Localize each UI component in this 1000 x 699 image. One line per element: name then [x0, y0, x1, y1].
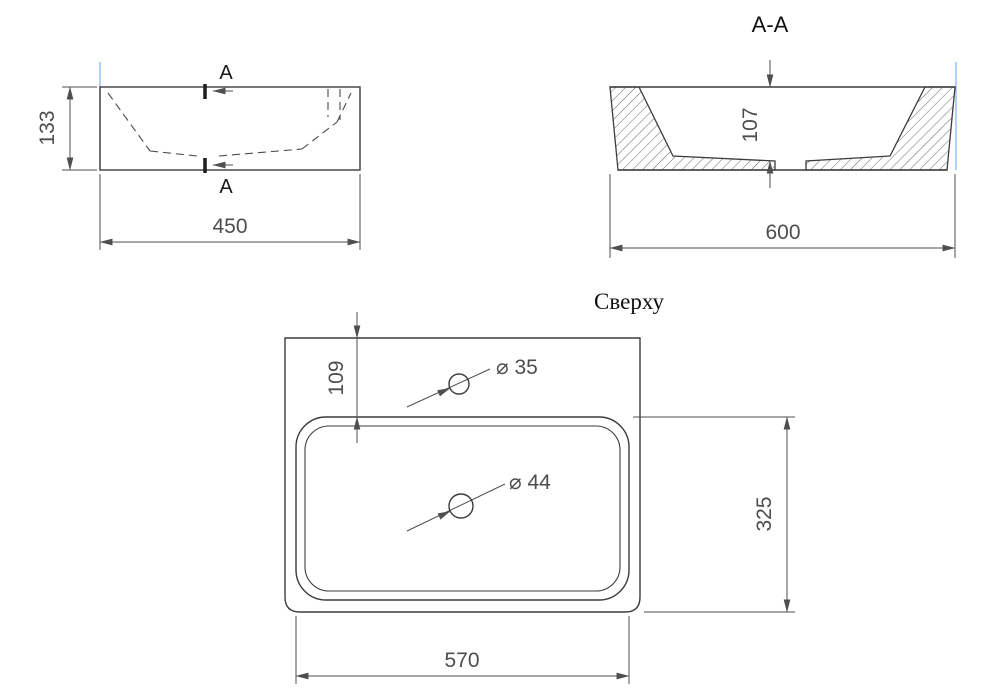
top-view-outer-outline — [284, 337, 641, 613]
section-view-title: A-A — [752, 12, 789, 37]
hidden-edge — [336, 92, 352, 123]
section-view: A-A 107 600 — [609, 12, 957, 258]
dim-133-label: 133 — [36, 110, 59, 145]
hidden-edge — [301, 121, 338, 150]
dim-109-label: 109 — [325, 360, 348, 395]
drain-hole: ⌀ 44 — [406, 471, 551, 532]
dim-450-label: 450 — [212, 215, 247, 238]
front-view-hidden-edges — [107, 89, 352, 157]
dim-325: 325 — [633, 416, 795, 613]
dim-570-label: 570 — [444, 649, 479, 672]
hidden-edge — [218, 148, 303, 157]
dim-570: 570 — [295, 616, 630, 684]
section-label-top: A — [219, 62, 233, 84]
leader-arrow — [437, 387, 451, 397]
faucet-hole-label: ⌀ 35 — [496, 356, 538, 379]
leader-line — [406, 368, 491, 408]
faucet-hole-circle — [448, 373, 470, 395]
front-view: A A 133 450 — [36, 62, 361, 250]
front-view-outline — [99, 86, 361, 171]
dim-600-label: 600 — [765, 221, 800, 244]
leader-arrow — [437, 510, 451, 520]
section-label-bottom: A — [219, 176, 233, 198]
drain-hole-label: ⌀ 44 — [509, 471, 551, 494]
faucet-hole: ⌀ 35 — [406, 356, 538, 408]
dim-107-label: 107 — [739, 107, 762, 142]
leader-line — [406, 483, 506, 532]
section-cut-marks: A A — [203, 62, 233, 198]
basin-rim-outline — [295, 416, 630, 601]
dim-450: 450 — [99, 174, 361, 250]
hidden-edge — [149, 150, 198, 157]
hatch-region-right-wall — [805, 86, 956, 171]
dim-109: 109 — [325, 312, 361, 443]
drain-hole-circle — [448, 493, 474, 519]
hidden-edge — [107, 92, 151, 152]
basin-inner-outline — [304, 425, 621, 592]
dim-325-label: 325 — [753, 496, 776, 531]
dim-133: 133 — [36, 86, 97, 171]
dim-600: 600 — [609, 174, 956, 258]
top-view-title: Сверху — [594, 289, 664, 314]
dim-107: 107 — [739, 60, 774, 188]
top-view: Сверху 109 ⌀ 35 ⌀ 44 325 — [284, 289, 795, 684]
